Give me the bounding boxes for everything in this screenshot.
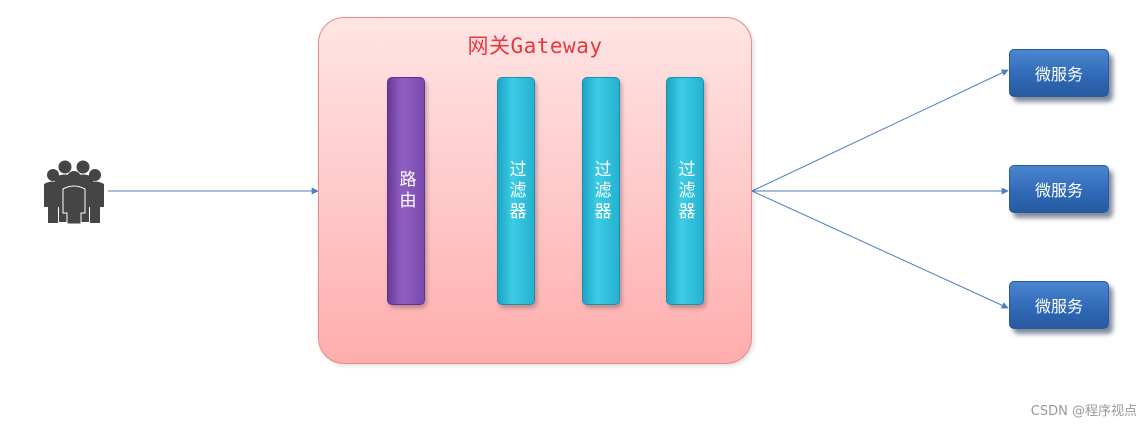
filter-label: 过滤器 xyxy=(590,159,611,223)
arrow-hub-to-service-1 xyxy=(751,69,1009,192)
filter-block-2: 过滤器 xyxy=(582,77,620,305)
service-box-2: 微服务 xyxy=(1009,165,1109,213)
service-label: 微服务 xyxy=(1034,297,1083,316)
router-label: 路由 xyxy=(395,170,416,212)
watermark: CSDN @程序视点 xyxy=(1030,404,1137,419)
filter-block-3: 过滤器 xyxy=(666,77,704,305)
service-label: 微服务 xyxy=(1034,65,1083,84)
arrow-hub-to-service-3 xyxy=(751,190,1009,309)
service-box-1: 微服务 xyxy=(1009,49,1109,97)
filter-block-1: 过滤器 xyxy=(497,77,535,305)
router-block: 路由 xyxy=(387,77,425,305)
gateway-title: 网关Gateway xyxy=(467,34,603,58)
service-label: 微服务 xyxy=(1034,181,1083,200)
service-box-3: 微服务 xyxy=(1009,281,1109,329)
filter-label: 过滤器 xyxy=(674,159,695,223)
filter-label: 过滤器 xyxy=(505,159,526,223)
users-group-icon xyxy=(42,158,106,225)
